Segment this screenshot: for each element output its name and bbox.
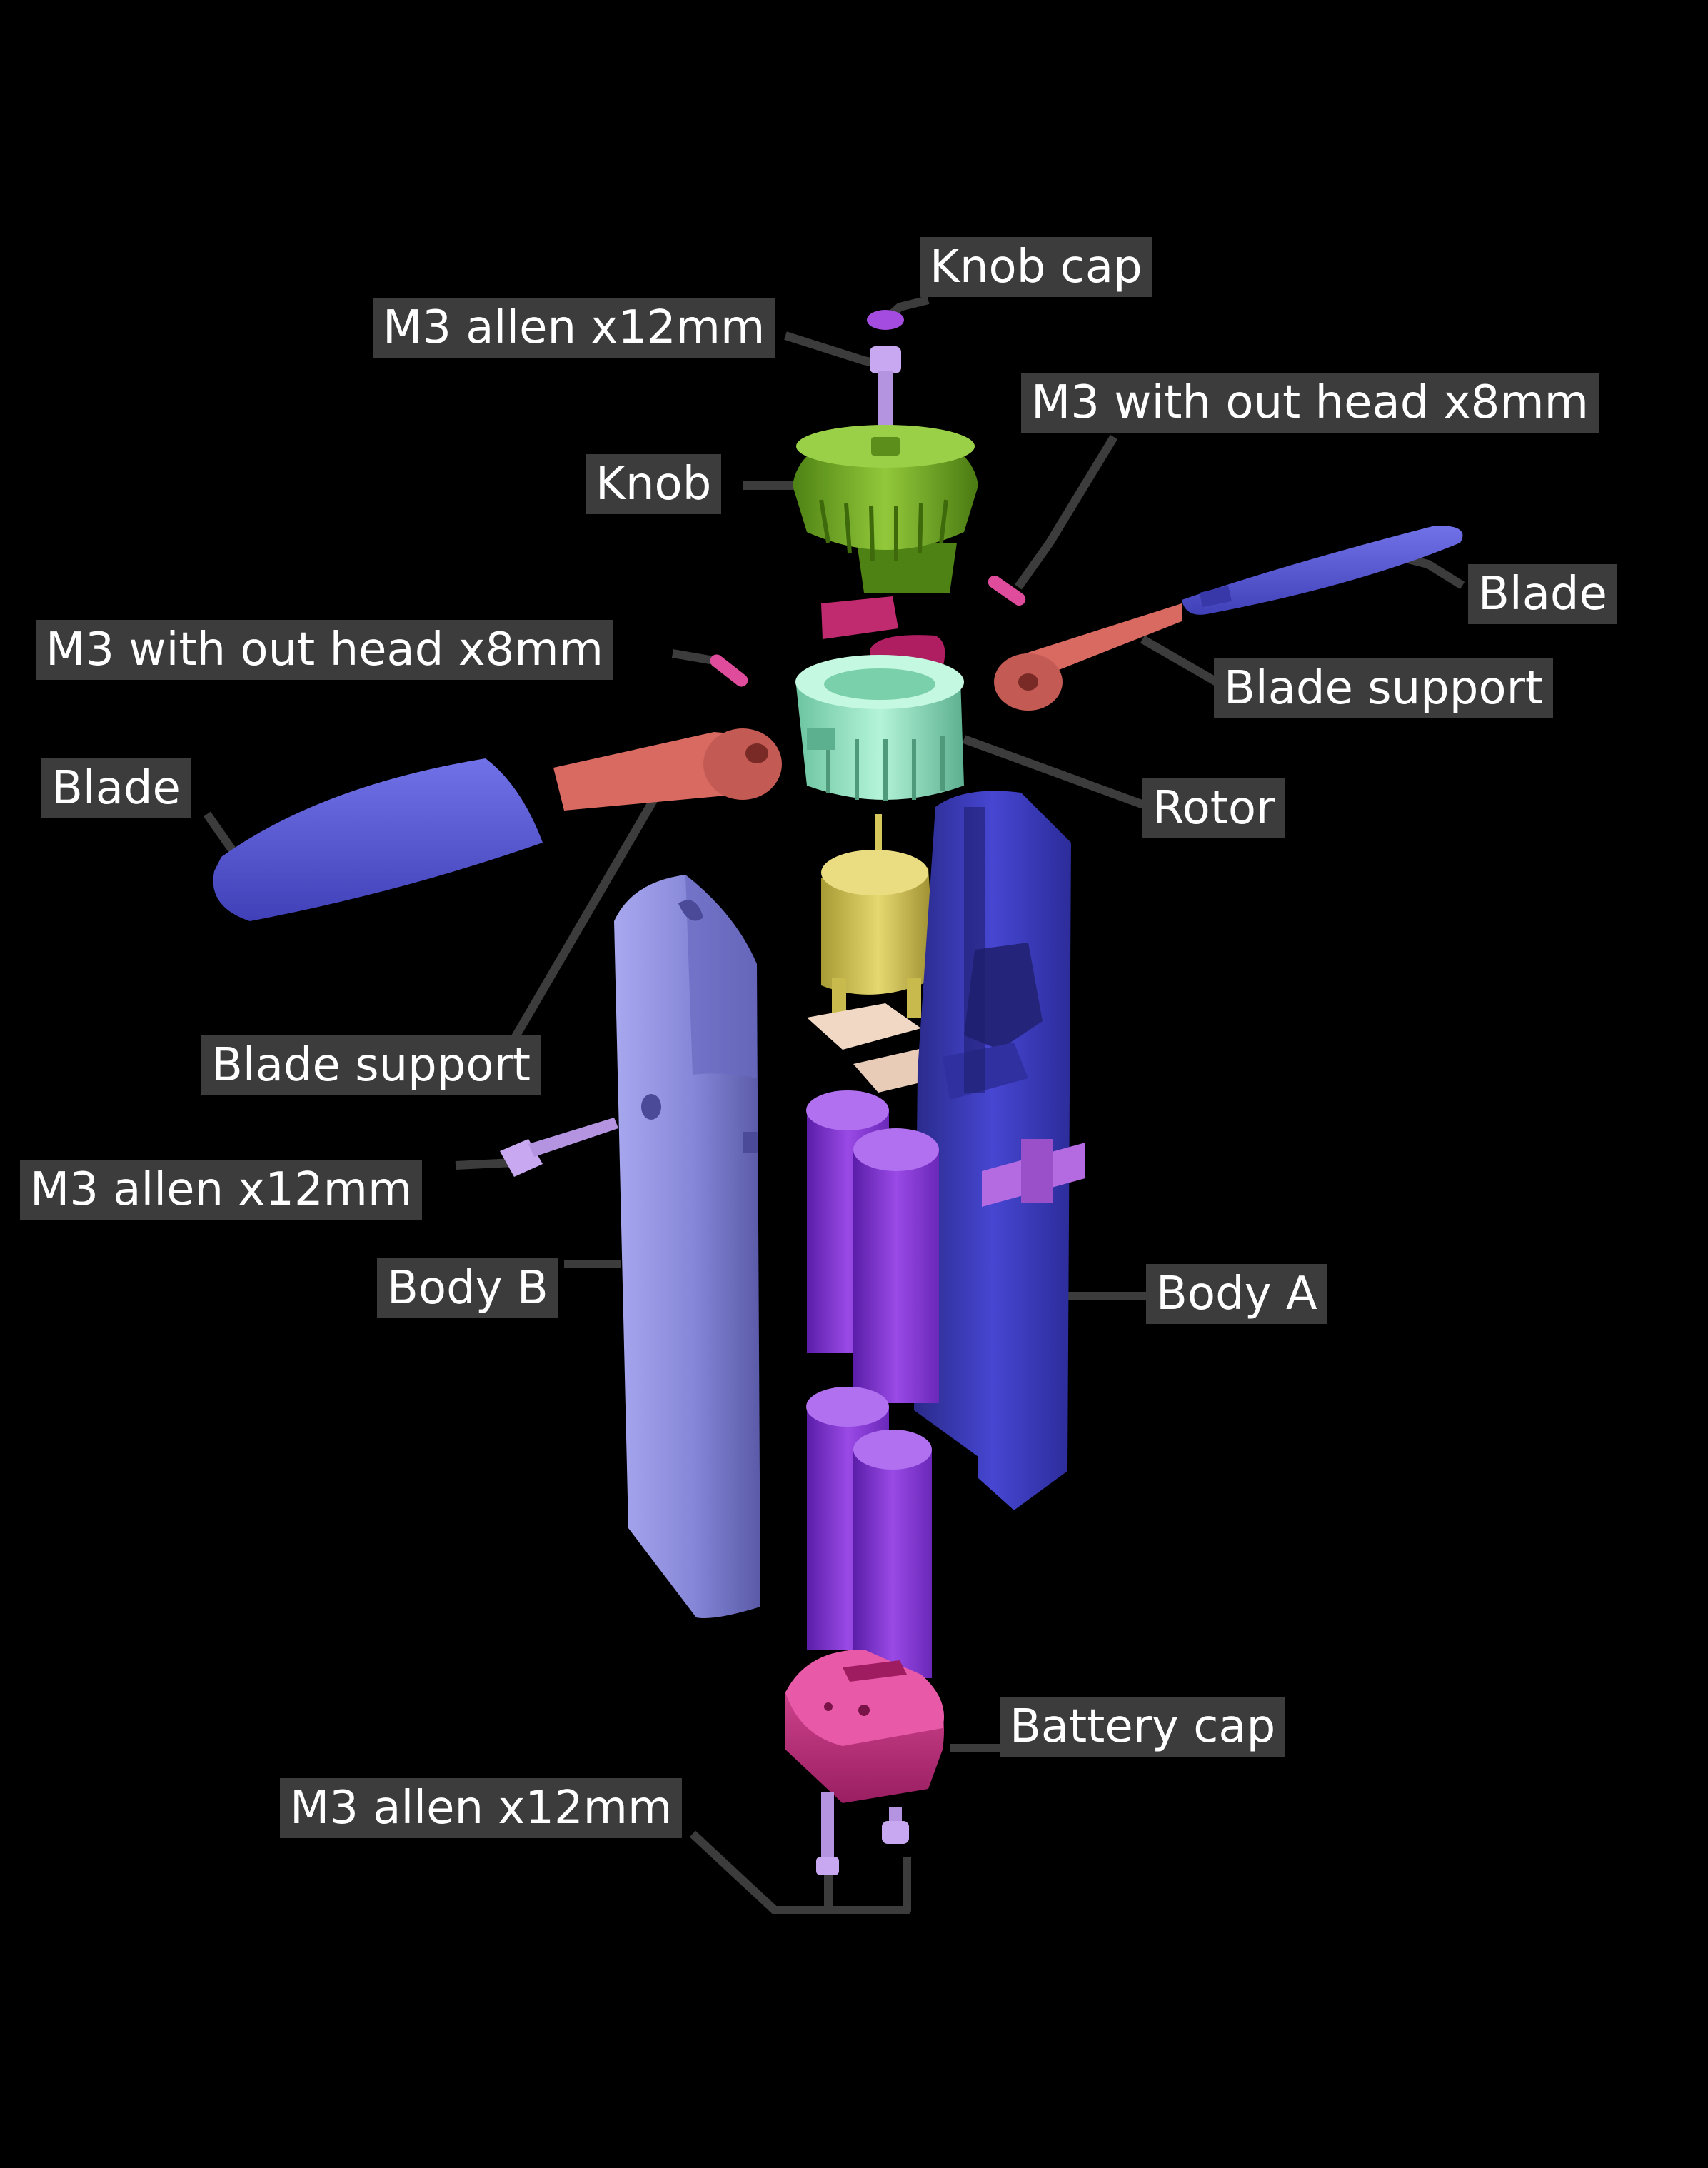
label-blade-support-right: Blade support [1214, 658, 1553, 718]
leader-blade-support-right [1140, 635, 1228, 691]
leader-m3-allen-bottom [689, 1830, 911, 1914]
lock-tab-upper [821, 596, 898, 639]
label-knob: Knob [586, 454, 722, 514]
knob-part [793, 425, 978, 593]
m3-allen-screw-bottom-right [882, 1807, 909, 1844]
leader-blade-support-left [510, 779, 668, 1042]
label-blade-support-left: Blade support [201, 1035, 541, 1095]
label-m3-no-head-left: M3 with out head x8mm [36, 620, 613, 680]
m3-allen-screw-mid [500, 1118, 618, 1177]
leader-m3-allen-mid [455, 1158, 515, 1170]
motor-part [821, 814, 935, 1018]
label-m3-no-head-right: M3 with out head x8mm [1021, 373, 1599, 433]
leader-lines [204, 296, 1465, 1914]
m3-allen-screw-top [870, 346, 901, 436]
label-knob-cap: Knob cap [920, 237, 1152, 297]
body-b-part [614, 875, 760, 1618]
blade-right-part [1182, 525, 1463, 615]
label-m3-allen-bottom: M3 allen x12mm [280, 1778, 683, 1838]
pin-right [988, 575, 1026, 606]
battery-upper-front [853, 1128, 939, 1403]
pin-left [710, 654, 748, 687]
body-a-part [914, 791, 1071, 1510]
label-blade-left: Blade [41, 758, 191, 818]
body-a-clip [982, 1139, 1085, 1207]
leader-m3-no-head-right [1015, 434, 1118, 590]
leader-m3-no-head-left [671, 649, 715, 665]
label-m3-allen-mid: M3 allen x12mm [20, 1160, 423, 1220]
blade-support-left-part [553, 728, 782, 811]
blade-left-part [213, 758, 543, 921]
leader-blade-left [204, 811, 236, 853]
label-battery-cap: Battery cap [1000, 1697, 1286, 1757]
label-body-b: Body B [377, 1258, 558, 1318]
m3-allen-screw-bottom-left [816, 1792, 839, 1875]
label-blade-right: Blade [1468, 564, 1617, 624]
contact-plate-upper [807, 1003, 921, 1050]
rotor-part [795, 655, 964, 801]
battery-lower-front [853, 1430, 932, 1678]
label-m3-allen-top: M3 allen x12mm [373, 298, 775, 358]
label-body-a: Body A [1146, 1264, 1327, 1324]
battery-cap-part [785, 1650, 944, 1803]
leader-rotor [962, 735, 1152, 811]
knob-cap-part [867, 310, 904, 330]
blade-support-right-part [994, 603, 1182, 711]
label-rotor: Rotor [1142, 778, 1285, 838]
